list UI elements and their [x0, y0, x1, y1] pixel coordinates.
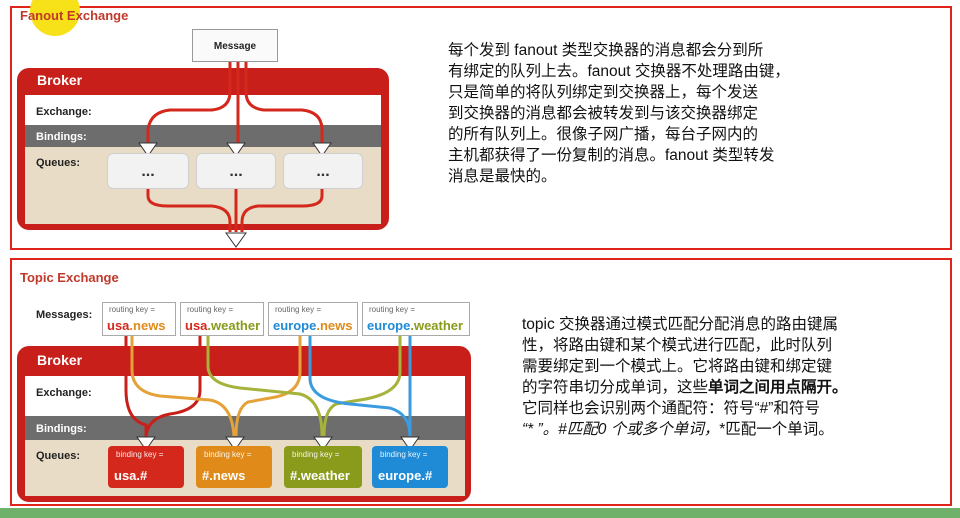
fanout-message-card: Message [192, 29, 278, 62]
routing-key-part-b: .news [316, 318, 353, 333]
fanout-bindings-row [25, 125, 381, 147]
topic-desc-text: 的字符串切分成单词，这些 [522, 379, 709, 396]
fanout-queue-1-label: ... [141, 163, 155, 180]
binding-key-prefix: binding key = [292, 450, 340, 459]
fanout-desc-line: 到交换器的消息都会被转发到与该交换器绑定 [448, 105, 759, 122]
routing-key-part-a: europe [273, 318, 317, 333]
topic-messages-label: Messages: [36, 309, 93, 321]
binding-key-prefix: binding key = [204, 450, 252, 459]
fanout-desc-line: 主机都获得了一份复制的消息。fanout 类型转发 [448, 147, 775, 164]
bottom-strip [0, 508, 960, 518]
topic-desc-line: 需要绑定到一个模式上。它将路由键和绑定键 [522, 358, 833, 375]
routing-key-part-a: europe [367, 318, 411, 333]
binding-key-value: #.weather [290, 468, 350, 483]
routing-key-value: usa.news [107, 318, 166, 333]
topic-desc-line: 性，将路由键和某个模式进行匹配，此时队列 [522, 337, 833, 354]
topic-bindings-label: Bindings: [36, 423, 87, 435]
binding-queue-weather: binding key = #.weather [284, 446, 362, 488]
fanout-title: Fanout Exchange [20, 8, 129, 23]
fanout-queue-1: ... [107, 153, 189, 189]
fanout-desc-line: 消息是最快的。 [448, 168, 557, 185]
fanout-desc-line: 有绑定的队列上去。fanout 交换器不处理路由键， [448, 63, 790, 80]
binding-queue-usa: binding key = usa.# [108, 446, 184, 488]
topic-desc-bold: 单词之间用点隔开 [708, 379, 833, 396]
routing-key-part-a: usa [185, 318, 208, 333]
topic-bindings-row [25, 416, 465, 440]
fanout-queue-3: ... [283, 153, 363, 189]
fanout-description: 每个发到 fanout 类型交换器的消息都会分到所 有绑定的队列上去。fanou… [448, 40, 790, 187]
fanout-message-label: Message [213, 41, 257, 52]
binding-key-prefix: binding key = [380, 450, 428, 459]
routing-key-card: routing key = europe.weather [362, 302, 470, 336]
routing-key-part-b: .weather [410, 318, 464, 333]
fanout-queue-2: ... [196, 153, 276, 189]
topic-desc-italic: “* ”。#匹配0 个或多个单词， [522, 421, 720, 438]
routing-key-prefix: routing key = [187, 305, 234, 314]
topic-desc-line: 它同样也会识别两个通配符：符号“#”和符号 [522, 400, 820, 417]
routing-key-card: routing key = europe.news [268, 302, 358, 336]
binding-queue-news: binding key = #.news [196, 446, 272, 488]
topic-queues-label: Queues: [36, 450, 81, 462]
topic-desc-line: “* ”。#匹配0 个或多个单词，*匹配一个单词。 [522, 419, 848, 440]
fanout-queue-2-label: ... [229, 163, 243, 180]
fanout-desc-line: 的所有队列上。很像子网广播，每台子网内的 [448, 126, 759, 143]
fanout-queues-label: Queues: [36, 157, 81, 169]
routing-key-part-b: .weather [207, 318, 261, 333]
binding-key-value: #.news [202, 468, 246, 483]
fanout-bindings-label: Bindings: [36, 131, 87, 143]
routing-key-value: europe.weather [367, 318, 463, 333]
routing-key-value: europe.news [273, 318, 352, 333]
fanout-desc-line: 每个发到 fanout 类型交换器的消息都会分到所 [448, 42, 764, 59]
routing-key-part-b: .news [129, 318, 166, 333]
topic-description: topic 交换器通过模式匹配分配消息的路由键属 性，将路由键和某个模式进行匹配… [522, 314, 848, 440]
binding-queue-europe: binding key = europe.# [372, 446, 448, 488]
topic-desc-text: *匹配一个单词。 [719, 421, 834, 438]
binding-key-prefix: binding key = [116, 450, 164, 459]
routing-key-value: usa.weather [185, 318, 260, 333]
routing-key-part-a: usa [107, 318, 130, 333]
binding-key-value: europe.# [378, 468, 433, 483]
topic-desc-bold-punct: 。 [832, 379, 848, 396]
fanout-desc-line: 只是简单的将队列绑定到交换器上，每个发送 [448, 84, 759, 101]
routing-key-card: routing key = usa.weather [180, 302, 264, 336]
topic-desc-line: topic 交换器通过模式匹配分配消息的路由键属 [522, 316, 839, 333]
topic-broker-label: Broker [37, 352, 83, 368]
fanout-broker-label: Broker [37, 72, 83, 88]
topic-title: Topic Exchange [20, 270, 119, 285]
routing-key-prefix: routing key = [275, 305, 322, 314]
routing-key-card: routing key = usa.news [102, 302, 176, 336]
routing-key-prefix: routing key = [109, 305, 156, 314]
topic-exchange-label: Exchange: [36, 387, 92, 399]
routing-key-prefix: routing key = [369, 305, 416, 314]
fanout-exchange-label: Exchange: [36, 106, 92, 118]
fanout-queue-3-label: ... [316, 163, 330, 180]
binding-key-value: usa.# [114, 468, 148, 483]
topic-desc-line: 的字符串切分成单词，这些单词之间用点隔开。 [522, 377, 848, 398]
